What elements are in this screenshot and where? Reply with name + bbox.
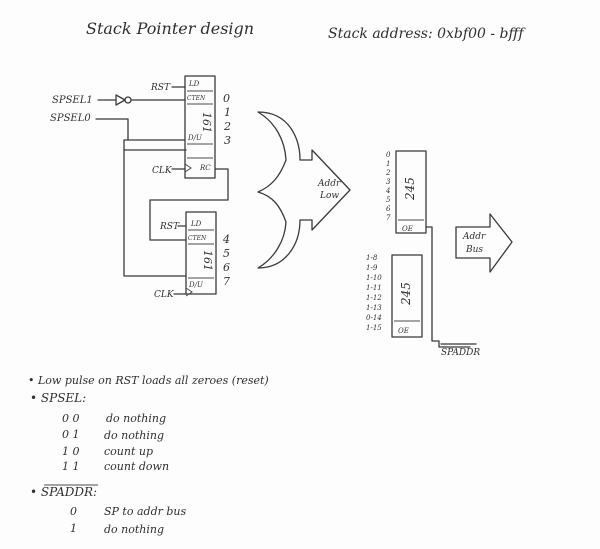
buffer-bottom-body [391, 254, 423, 338]
addr-low-word-2: Low [319, 191, 339, 201]
spsel-desc-3: count down [104, 460, 169, 473]
reset-note: • Low pulse on RST loads all zeroes (res… [28, 374, 269, 387]
inverter-triangle [115, 94, 126, 106]
pin-label: 1-10 [366, 274, 382, 282]
spaddr-label: SPADDR [441, 348, 480, 358]
buffer-top: OE 245 0 1 2 3 4 5 6 7 [385, 150, 427, 234]
output-1: 1 [224, 106, 231, 119]
pin-cten-bottom: CTEN [188, 235, 207, 242]
spsel-heading: • SPSEL: [30, 391, 86, 405]
page-title: Stack Pointer design [86, 19, 254, 38]
addr-bus-word-2: Bus [465, 245, 483, 255]
rst-label-top: RST [150, 83, 171, 93]
clk-label-bottom: CLK [154, 290, 175, 300]
spsel-code-0: 0 0 [62, 412, 80, 425]
pin-label: 4 [385, 187, 390, 195]
addr-low-word-1: Addr [317, 179, 341, 189]
spaddr-desc-1: do nothing [104, 523, 164, 536]
pin-label: 1-13 [366, 304, 382, 312]
stack-address: Stack address: 0xbf00 - bfff [328, 26, 526, 42]
pin-label: 1-15 [366, 324, 382, 332]
output-3: 3 [224, 134, 231, 147]
inverter-bubble [124, 96, 132, 104]
addr-low-arrow [257, 111, 351, 269]
spsel0-label: SPSEL0 [50, 113, 91, 124]
pin-label: 0-14 [366, 314, 382, 322]
chip-label-161-top: 161 [200, 112, 213, 133]
buffer-top-body [395, 150, 427, 234]
counter-bottom-body [185, 211, 217, 295]
output-6: 6 [223, 261, 230, 274]
pin-rc: RC [199, 164, 211, 172]
spsel-code-2: 1 0 [62, 445, 80, 458]
spsel-code-3: 1 1 [62, 460, 80, 473]
pin-label: 0 [386, 151, 391, 159]
pin-ld-bottom: LD [190, 220, 202, 228]
pin-ld: LD [188, 80, 200, 88]
oe-bottom: OE [398, 327, 409, 335]
pin-cten: CTEN [187, 95, 206, 102]
spsel1-label: SPSEL1 [52, 95, 93, 106]
pin-du-bottom: D/U [188, 281, 204, 289]
output-5: 5 [223, 247, 230, 260]
buffer-bottom: OE 245 1-8 1-9 1-10 1-11 1-12 1-13 0-14 … [366, 254, 423, 338]
pin-label: 1-12 [366, 294, 382, 302]
pin-label: 1 [386, 160, 390, 168]
chip-label-245-top: 245 [403, 177, 417, 201]
pin-label: 1-9 [366, 264, 378, 272]
pin-label: 3 [386, 178, 391, 186]
spsel-desc-2: count up [104, 445, 153, 458]
oe-top: OE [402, 225, 413, 233]
clk-label-top: CLK [152, 166, 173, 176]
pin-label: 7 [386, 214, 391, 222]
pin-du: D/U [187, 134, 203, 142]
chip-label-245-bottom: 245 [399, 282, 413, 306]
rst-label-bottom: RST [159, 222, 180, 232]
addr-bus-word-1: Addr [462, 232, 486, 242]
output-7: 7 [223, 275, 230, 288]
pin-label: 1-8 [366, 254, 378, 262]
addr-bus-arrow [455, 213, 513, 273]
chip-label-161-bottom: 161 [201, 250, 214, 271]
counter-top: LD CTEN D/U RC 161 0 1 2 3 [184, 75, 231, 179]
spsel-code-1: 0 1 [62, 428, 80, 441]
spaddr-code-0: 0 [70, 505, 77, 518]
spaddr-desc-0: SP to addr bus [104, 505, 186, 518]
spsel-desc-0: do nothing [106, 412, 166, 425]
output-2: 2 [223, 120, 231, 133]
pin-label: 2 [385, 169, 391, 177]
counter-bottom: LD CTEN D/U 161 4 5 6 7 [185, 211, 230, 297]
spaddr-heading: • SPADDR: [30, 485, 97, 499]
spsel-desc-1: do nothing [104, 429, 164, 442]
pin-label: 6 [386, 205, 391, 213]
pin-label: 5 [386, 196, 391, 204]
pin-label: 1-11 [366, 284, 382, 292]
counter-top-body [184, 75, 216, 179]
spaddr-code-1: 1 [70, 522, 77, 535]
output-0: 0 [223, 92, 230, 105]
output-4: 4 [222, 233, 230, 246]
